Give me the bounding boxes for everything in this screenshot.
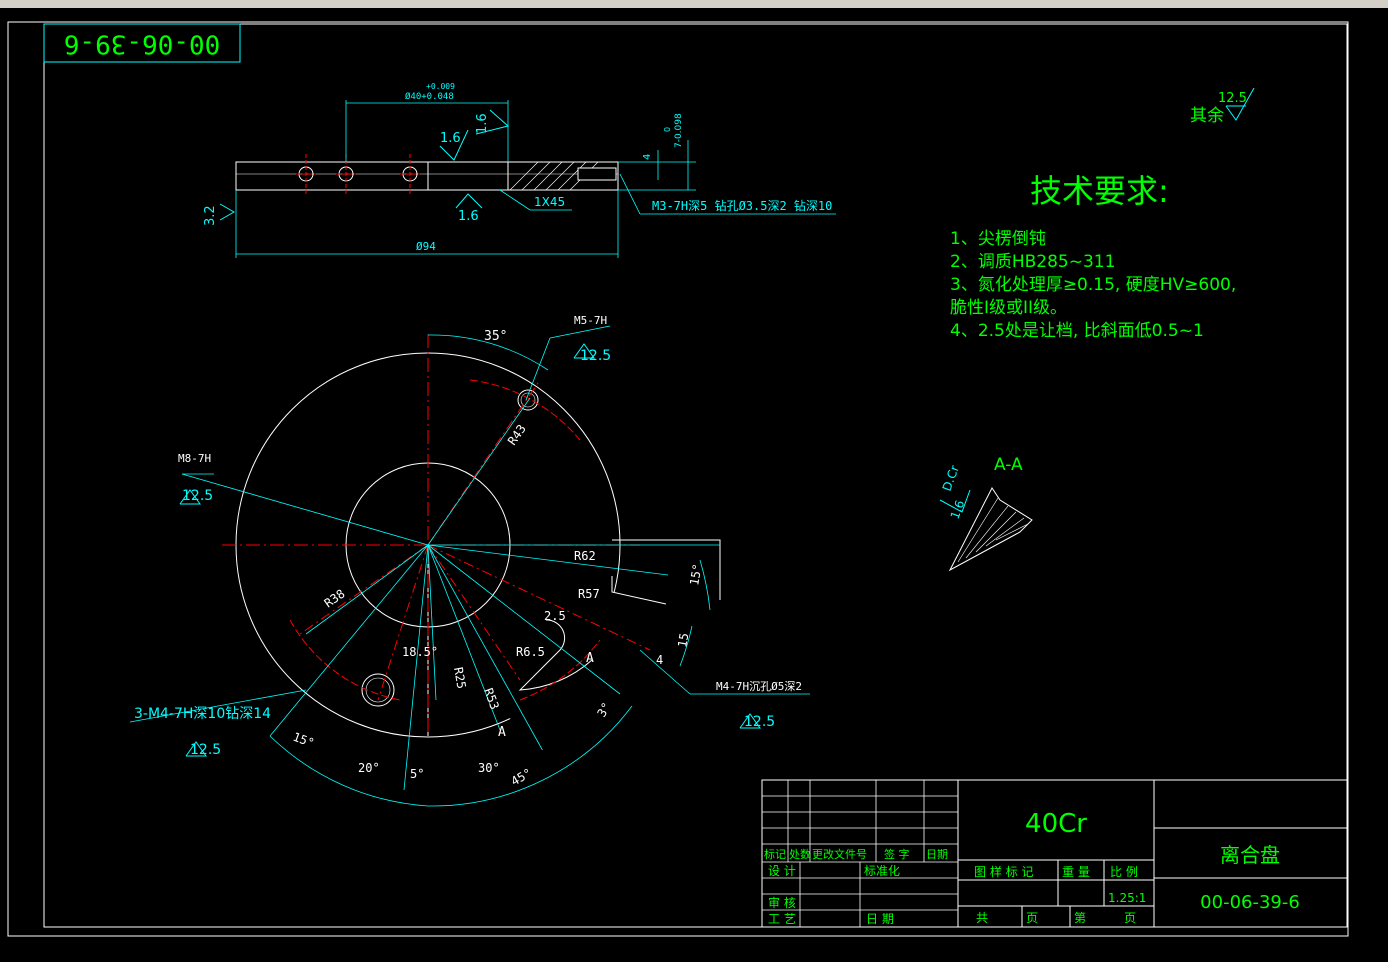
r57: R57 (578, 587, 600, 601)
d25: 2.5 (544, 609, 566, 623)
ang-5: 5° (410, 767, 424, 781)
tech-item-3: 3、氮化处理厚≥0.15, 硬度HV≥600, (950, 275, 1236, 295)
ang-30: 30° (478, 761, 500, 775)
weight-label: 重 量 (1062, 865, 1090, 879)
rough-d: 3.2 (203, 205, 218, 226)
title-block-text: 40Cr 离合盘 00-06-39-6 1.25:1 标记 处数 更改文件号 签… (764, 809, 1300, 926)
check-label: 审 核 (768, 895, 796, 910)
process-label: 工 艺 (768, 912, 796, 926)
tech-title: 技术要求: (1030, 172, 1169, 210)
drawing-no: 00-06-39-6 (1200, 892, 1300, 913)
ang-15a: 15° (687, 563, 705, 587)
sec-a-1: A (586, 651, 594, 666)
title-block (761, 779, 1348, 928)
roughness-other-value: 12.5 (1218, 91, 1247, 106)
design-label: 设 计 (768, 864, 796, 878)
ang-15b: 15° (291, 730, 316, 751)
material: 40Cr (1025, 809, 1087, 839)
roughness-other: 其余 12.5 (1190, 87, 1255, 126)
rev-h-4: 签 字 (884, 847, 910, 861)
r62: R62 (574, 549, 596, 563)
dim-bore-lo: +0.009 (426, 82, 455, 91)
rev-h-5: 日期 (926, 848, 948, 861)
hole-m8: M8-7H (178, 452, 211, 465)
drawing-number-box: 00-06-39-6 (43, 23, 241, 63)
hole-3m4-r: 12.5 (190, 742, 221, 758)
pointer-icon[interactable] (4, 0, 18, 15)
tech-item-5: 4、2.5处是让档, 比斜面低0.5~1 (950, 321, 1204, 341)
roughness-symbol-icon (1225, 87, 1255, 121)
section-label: A-A (994, 455, 1023, 475)
stage-mark: 图 样 标 记 (974, 864, 1033, 879)
r53: R53 (481, 686, 502, 711)
rev-h-1: 标记 (764, 847, 786, 861)
layer-icon[interactable] (140, 0, 154, 15)
hole-m4-r: 12.5 (744, 714, 775, 730)
dim-bore: Ø40+0.048 (405, 91, 454, 102)
page2-label: 页 (1124, 911, 1136, 925)
tech-item-2: 2、调质HB285~311 (950, 252, 1115, 272)
tech-item-1: 1、尖楞倒钝 (950, 229, 1046, 249)
ang-185: 18.5° (402, 645, 438, 659)
r25: R25 (451, 666, 469, 690)
drawing-number-rotated: 00-06-39-6 (64, 29, 221, 59)
hole-3m4: 3-M4-7H深10钻深14 (134, 706, 271, 722)
d4: 4 (656, 653, 663, 667)
sec-a-2: A (498, 725, 506, 740)
rough-a: 1.6 (440, 131, 461, 146)
refresh-icon[interactable] (296, 0, 310, 15)
ratio-label: 比 例 (1110, 865, 1138, 879)
d15: 15 (675, 632, 691, 649)
r65: R6.5 (516, 645, 545, 659)
dim-total: Ø94 (416, 240, 436, 253)
chamfer: 1X45 (534, 195, 565, 209)
front-view: M5-7H 12.5 M8-7H 12.5 3-M4-7H深10钻深14 12.… (129, 314, 810, 807)
hole-m5: M5-7H (574, 314, 607, 327)
cad-canvas[interactable]: 00-06-39-6 其余 12.5 技术要求: 1、尖楞倒钝 2、调质HB28… (0, 8, 1388, 962)
rev-h-3: 更改文件号 (812, 847, 867, 861)
total-label: 共 (976, 911, 988, 925)
roughness-other-label: 其余 (1190, 106, 1224, 126)
thread-note: M3-7H深5 钻孔Ø3.5深2 钻深10 (652, 198, 832, 213)
print-icon[interactable] (246, 0, 260, 14)
snap-icon[interactable] (26, 0, 40, 12)
tech-item-4: 脆性I级或II级。 (950, 298, 1067, 318)
ang-20: 20° (358, 761, 380, 775)
rough-c: 1.6 (458, 209, 479, 224)
hole-m4: M4-7H沉孔Ø5深2 (716, 680, 802, 693)
hole-m5-r: 12.5 (580, 348, 611, 364)
part-name: 离合盘 (1220, 843, 1280, 867)
dim-thk-up: 0 (663, 127, 672, 132)
sheet-label: 第 (1074, 911, 1086, 925)
date-label: 日 期 (866, 912, 894, 926)
scale: 1.25:1 (1108, 891, 1146, 905)
dim-thk: 7-0.098 (674, 113, 684, 148)
sheet-border (7, 21, 1349, 937)
ang-35: 35° (484, 329, 507, 344)
ang-3: 3° (594, 700, 613, 720)
frame-border (43, 23, 1348, 928)
side-view: Ø40+0.048 +0.009 Ø94 M3-7H深5 钻孔Ø3.5深2 钻深… (203, 82, 836, 258)
section-a-a: A-A 1.6 D.Cr (940, 455, 1033, 572)
hole-m8-r: 12.5 (182, 488, 213, 504)
rough-b: 1.6 (475, 113, 490, 134)
standard-label: 标准化 (864, 864, 900, 878)
rev-h-2: 处数 (789, 848, 811, 861)
dim-step: 4 (642, 154, 653, 160)
technical-requirements: 技术要求: 1、尖楞倒钝 2、调质HB285~311 3、氮化处理厚≥0.15,… (950, 172, 1236, 341)
page-label: 页 (1026, 911, 1038, 925)
